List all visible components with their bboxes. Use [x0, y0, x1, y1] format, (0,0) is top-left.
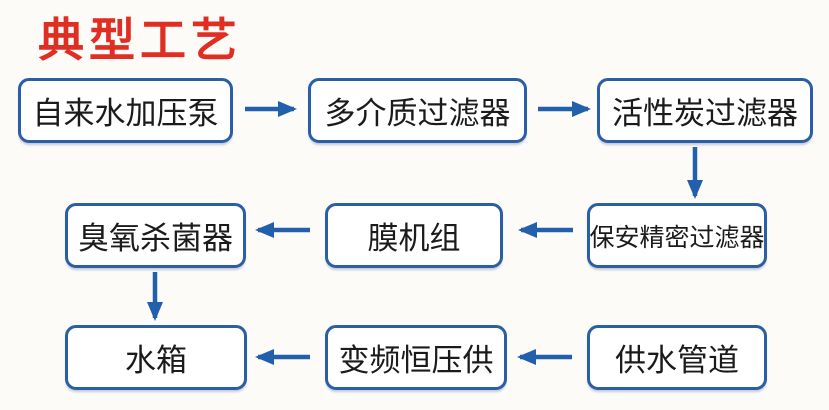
node-membrane-unit: 膜机组 [325, 203, 503, 268]
node-vfd-constant-pressure: 变频恒压供 [325, 325, 507, 390]
node-water-tank: 水箱 [65, 325, 247, 390]
node-tap-water-pressure-pump: 自来水加压泵 [18, 78, 233, 143]
node-activated-carbon-filter: 活性炭过滤器 [597, 78, 813, 143]
page-title: 典型工艺 [38, 14, 242, 66]
node-multi-media-filter: 多介质过滤器 [308, 78, 527, 143]
node-security-precision-filter: 保安精密过滤器 [587, 203, 767, 268]
node-water-supply-pipe: 供水管道 [587, 325, 767, 390]
node-ozone-sterilizer: 臭氧杀菌器 [65, 203, 246, 268]
